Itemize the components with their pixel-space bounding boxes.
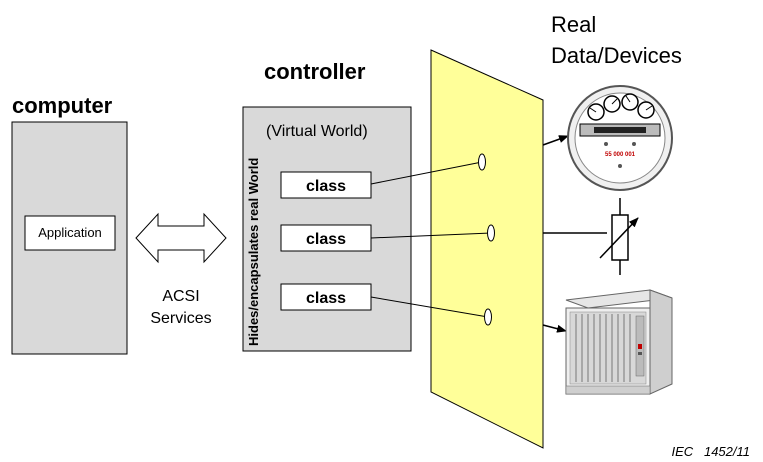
plane-hole-1 xyxy=(478,153,486,171)
device-arrow-3 xyxy=(542,324,567,333)
real-heading-line1: Real xyxy=(551,12,596,37)
class-label-2: class xyxy=(306,231,346,248)
controller-heading: controller xyxy=(264,59,366,84)
acsi-double-arrow xyxy=(135,212,227,264)
abstraction-plane xyxy=(430,49,544,449)
equipment-rack-icon xyxy=(565,289,673,395)
link-line-3 xyxy=(370,296,489,318)
acsi-label-line2: Services xyxy=(150,310,211,327)
hides-label: Hides/encapsulates real World xyxy=(246,158,261,346)
real-heading-line2: Data/Devices xyxy=(551,43,682,68)
application-label: Application xyxy=(38,225,102,240)
link-line-1 xyxy=(370,161,483,185)
class-box-1 xyxy=(280,171,372,199)
class-label-3: class xyxy=(306,290,346,307)
acsi-label-line1: ACSI xyxy=(162,288,199,305)
application-box xyxy=(24,215,116,251)
computer-heading: computer xyxy=(12,93,113,118)
plane-hole-2 xyxy=(487,224,495,242)
class-box-2 xyxy=(280,224,372,252)
class-label-1: class xyxy=(306,178,346,195)
figure-id: IEC 1452/11 xyxy=(671,444,750,459)
link-line-2 xyxy=(370,232,492,239)
electricity-meter-icon: 55 000 001 xyxy=(567,85,673,191)
plane-hole-3 xyxy=(484,308,492,326)
class-box-3 xyxy=(280,283,372,311)
meter-number: 55 000 001 xyxy=(605,152,636,158)
device-arrow-1 xyxy=(542,135,569,146)
virtual-world-label: (Virtual World) xyxy=(266,123,368,140)
variable-resistor-icon xyxy=(599,198,639,275)
